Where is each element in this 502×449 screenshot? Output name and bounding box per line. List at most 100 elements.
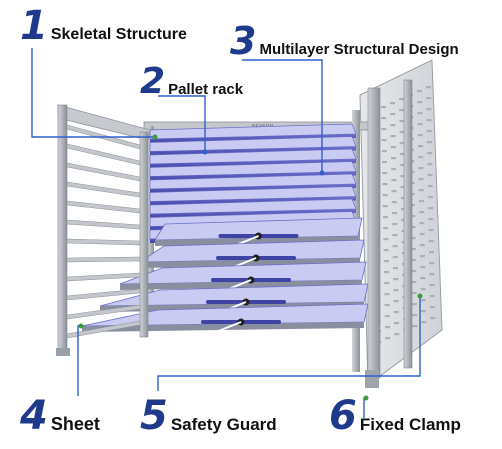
perforation-slot [427, 163, 433, 166]
perforation-slot [417, 90, 422, 93]
perforation-slot [393, 267, 398, 270]
callout-label-fixed-clamp: Fixed Clamp [359, 415, 461, 434]
perforation-slot [391, 201, 397, 204]
perforation-slot [391, 179, 397, 182]
perforation-slot [400, 175, 406, 178]
perforation-slot [390, 135, 396, 138]
perforation-slot [410, 237, 416, 240]
perforation-slot [411, 292, 417, 295]
callout-label-safety-guard: Safety Guard [170, 415, 277, 434]
perforation-slot [390, 124, 396, 127]
perforation-slot [400, 186, 406, 189]
perforation-slot [426, 119, 432, 122]
perforation-slot [393, 311, 399, 314]
perforation-slot [419, 222, 425, 225]
perforation-slot [393, 300, 399, 303]
frame-rail [66, 200, 141, 214]
perforation-slot [420, 299, 426, 302]
perforation-slot [417, 123, 423, 126]
perforation-slot [429, 273, 435, 276]
callout-4: 4 Sheet [20, 396, 100, 436]
pull-out-trays [81, 123, 369, 335]
right-frame [365, 79, 413, 388]
perforation-slot [430, 317, 436, 320]
perforation-slot [428, 207, 434, 210]
pulled-tray [119, 261, 367, 293]
perforation-slot [399, 142, 405, 145]
perforation-slot [420, 288, 426, 291]
callout-1: 1 Skeletal Structure [20, 6, 187, 46]
perforation-slot [410, 248, 416, 251]
perforation-slot [392, 212, 397, 215]
perforation-slot [382, 161, 387, 164]
perforation-slot [410, 215, 416, 218]
frame-rail [66, 162, 141, 182]
perforation-slot [399, 131, 405, 134]
callout-number-4: 4 [20, 393, 48, 439]
perforation-slot [420, 266, 426, 269]
perforation-slot [391, 190, 397, 193]
perforation-slot [417, 112, 423, 115]
leader-line-3 [242, 59, 323, 173]
perforation-slot [411, 303, 417, 306]
perforation-slot [392, 234, 398, 237]
perforation-slot [418, 145, 423, 148]
perforation-slot [383, 227, 389, 230]
perforation-slot [417, 101, 423, 104]
leader-line-4 [77, 325, 81, 396]
perforation-slot [390, 102, 395, 105]
perforation-slot [384, 304, 390, 307]
pulled-tray [154, 217, 363, 249]
perforation-slot [418, 178, 424, 181]
perforation-slot [384, 271, 389, 274]
perforation-slot [382, 172, 388, 175]
callout-number-5: 5 [140, 393, 168, 439]
perforation-slot [385, 326, 390, 329]
callout-number-6: 6 [329, 393, 357, 439]
callout-2: 2 Pallet rack [140, 64, 243, 100]
leader-line-2 [158, 95, 206, 152]
callout-6: 6 Fixed Clamp [329, 396, 461, 436]
perforation-slot [391, 168, 397, 171]
callout-label-skeletal-structure: Skeletal Structure [50, 26, 187, 43]
perforation-slot [382, 194, 388, 197]
perforation-slot [381, 150, 387, 153]
perforation-slot [418, 189, 424, 192]
perforation-slot [426, 86, 431, 89]
perforation-slot [429, 251, 434, 254]
perforation-slot [383, 260, 389, 263]
perforation-slot [420, 277, 426, 280]
perforation-slot [399, 109, 405, 112]
perforation-slot [419, 233, 425, 236]
marker-6 [363, 395, 369, 401]
frame-rail [66, 320, 141, 339]
marker-1 [152, 134, 158, 140]
perforation-slot [430, 306, 435, 309]
perforation-slot [399, 120, 405, 123]
perforation-slot [429, 262, 435, 265]
callout-5: 5 Safety Guard [140, 396, 277, 436]
perforation-slot [390, 146, 396, 149]
perforation-slot [419, 244, 425, 247]
marker-4 [78, 323, 84, 329]
perforation-slot [420, 255, 425, 258]
pulled-tray [138, 239, 365, 271]
perforation-slot [427, 152, 433, 155]
perforation-slot [381, 117, 387, 120]
perforation-slot [392, 245, 398, 248]
perforation-slot [417, 134, 423, 137]
leader-line-1 [31, 48, 155, 138]
perforation-slot [400, 164, 406, 167]
perforation-slot [419, 200, 424, 203]
perforation-slot [381, 128, 387, 131]
callout-3: 3 Multilayer Structural Design [230, 22, 459, 60]
perforation-slot [384, 315, 390, 318]
perforation-slot [385, 337, 391, 340]
perforation-slot [392, 223, 398, 226]
callout-number-1: 1 [20, 3, 48, 49]
perforation-slot [427, 141, 432, 144]
perforation-slot [428, 229, 434, 232]
perforation-slot [381, 139, 387, 142]
perforation-slot [427, 185, 433, 188]
